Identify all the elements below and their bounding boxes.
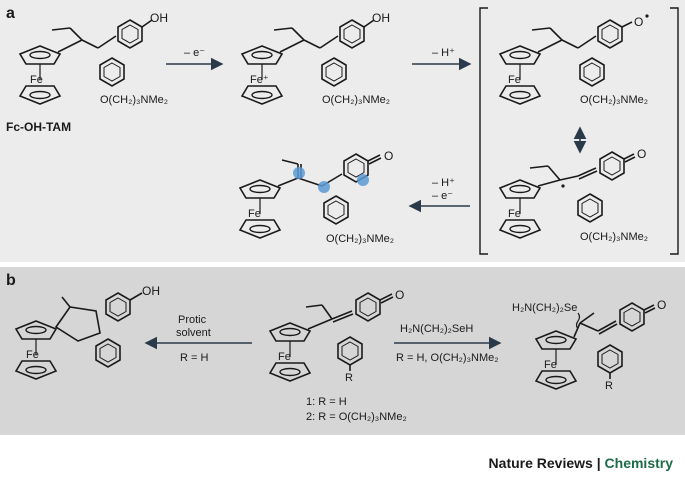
compound-2-label: 2: R = O(CH₂)₃NMe₂ xyxy=(306,411,407,423)
journal-name: Nature Reviews xyxy=(488,455,593,471)
o-label: O xyxy=(395,288,404,302)
se-adduct-label: H₂N(CH₂)₂Se xyxy=(512,302,577,314)
condition-protic: Protic xyxy=(178,314,207,326)
fe-label: Fe xyxy=(26,349,39,361)
compound-name: Fc-OH-TAM xyxy=(6,120,71,134)
amine-label: O(CH₂)₃NMe₂ xyxy=(580,231,648,243)
oh-label: OH xyxy=(372,11,390,25)
fe-label: Fe xyxy=(508,208,521,220)
amine-label: O(CH₂)₃NMe₂ xyxy=(322,94,390,106)
selenol-reagent: H₂N(CH₂)₂SeH xyxy=(400,323,473,335)
panel-b: b OH Fe Protic solvent R = H O R Fe 1: R… xyxy=(0,267,685,435)
panel-a: a OH Fe O(CH₂)₃NMe₂ Fc-OH-TAM – e⁻ OH Fe… xyxy=(0,0,685,262)
amine-label: O(CH₂)₃NMe₂ xyxy=(580,94,648,106)
journal-separator: | xyxy=(592,455,605,471)
fe-label: Fe xyxy=(544,359,557,371)
r-label: R xyxy=(605,380,613,392)
condition-solvent: solvent xyxy=(176,327,211,339)
selenol-adduct-structure: H₂N(CH₂)₂Se O R Fe xyxy=(512,298,666,392)
highlight-dot xyxy=(293,167,305,179)
quinone-methide-reactant-structure: O R Fe xyxy=(269,288,404,384)
oh-label: OH xyxy=(150,11,168,25)
fe-plus-label: Fe⁺ xyxy=(250,74,269,86)
panel-a-scheme: a OH Fe O(CH₂)₃NMe₂ Fc-OH-TAM – e⁻ OH Fe… xyxy=(6,5,679,255)
o-label: O xyxy=(657,298,666,312)
step3-reagent-h: – H⁺ xyxy=(432,177,455,189)
panel-a-label: a xyxy=(6,5,15,22)
fc-oh-tam-structure: OH Fe O(CH₂)₃NMe₂ xyxy=(19,11,168,106)
compound-1-label: 1: R = H xyxy=(306,396,347,408)
radical-dot xyxy=(645,14,649,18)
highlight-dot xyxy=(357,174,369,186)
right-bracket xyxy=(670,7,679,255)
amine-label: O(CH₂)₃NMe₂ xyxy=(326,233,394,245)
quinone-methide-radical-structure: O Fe O(CH₂)₃NMe₂ xyxy=(499,147,648,243)
oh-label: OH xyxy=(142,284,160,298)
step1-reagent: – e⁻ xyxy=(184,47,205,59)
o-quinone-label: O xyxy=(637,147,646,161)
left-bracket xyxy=(479,7,488,255)
fe-label: Fe xyxy=(30,74,43,86)
o-quinone-label: O xyxy=(384,149,393,163)
quinone-methide-structure: O Fe O(CH₂)₃NMe₂ xyxy=(239,149,394,245)
amine-label: O(CH₂)₃NMe₂ xyxy=(100,94,168,106)
journal-credit: Nature Reviews | Chemistry xyxy=(489,455,673,471)
o-radical-label: O xyxy=(634,15,643,29)
indene-product-structure: OH Fe xyxy=(15,284,160,380)
phenoxyl-radical-structure: O Fe O(CH₂)₃NMe₂ xyxy=(499,14,649,106)
panel-b-scheme: b OH Fe Protic solvent R = H O R Fe 1: R… xyxy=(6,272,666,423)
fe-label: Fe xyxy=(248,208,261,220)
step3-reagent-e: – e⁻ xyxy=(432,190,453,202)
highlight-dot xyxy=(318,181,330,193)
fe-label: Fe xyxy=(508,74,521,86)
fe-label: Fe xyxy=(278,351,291,363)
panel-b-label: b xyxy=(6,272,16,289)
ferrocenium-structure: OH Fe⁺ O(CH₂)₃NMe₂ xyxy=(241,11,390,106)
condition-r-both: R = H, O(CH₂)₃NMe₂ xyxy=(396,352,499,364)
step2-reagent: – H⁺ xyxy=(432,47,455,59)
condition-r-h: R = H xyxy=(180,352,208,364)
r-label: R xyxy=(345,372,353,384)
journal-section: Chemistry xyxy=(604,455,673,471)
